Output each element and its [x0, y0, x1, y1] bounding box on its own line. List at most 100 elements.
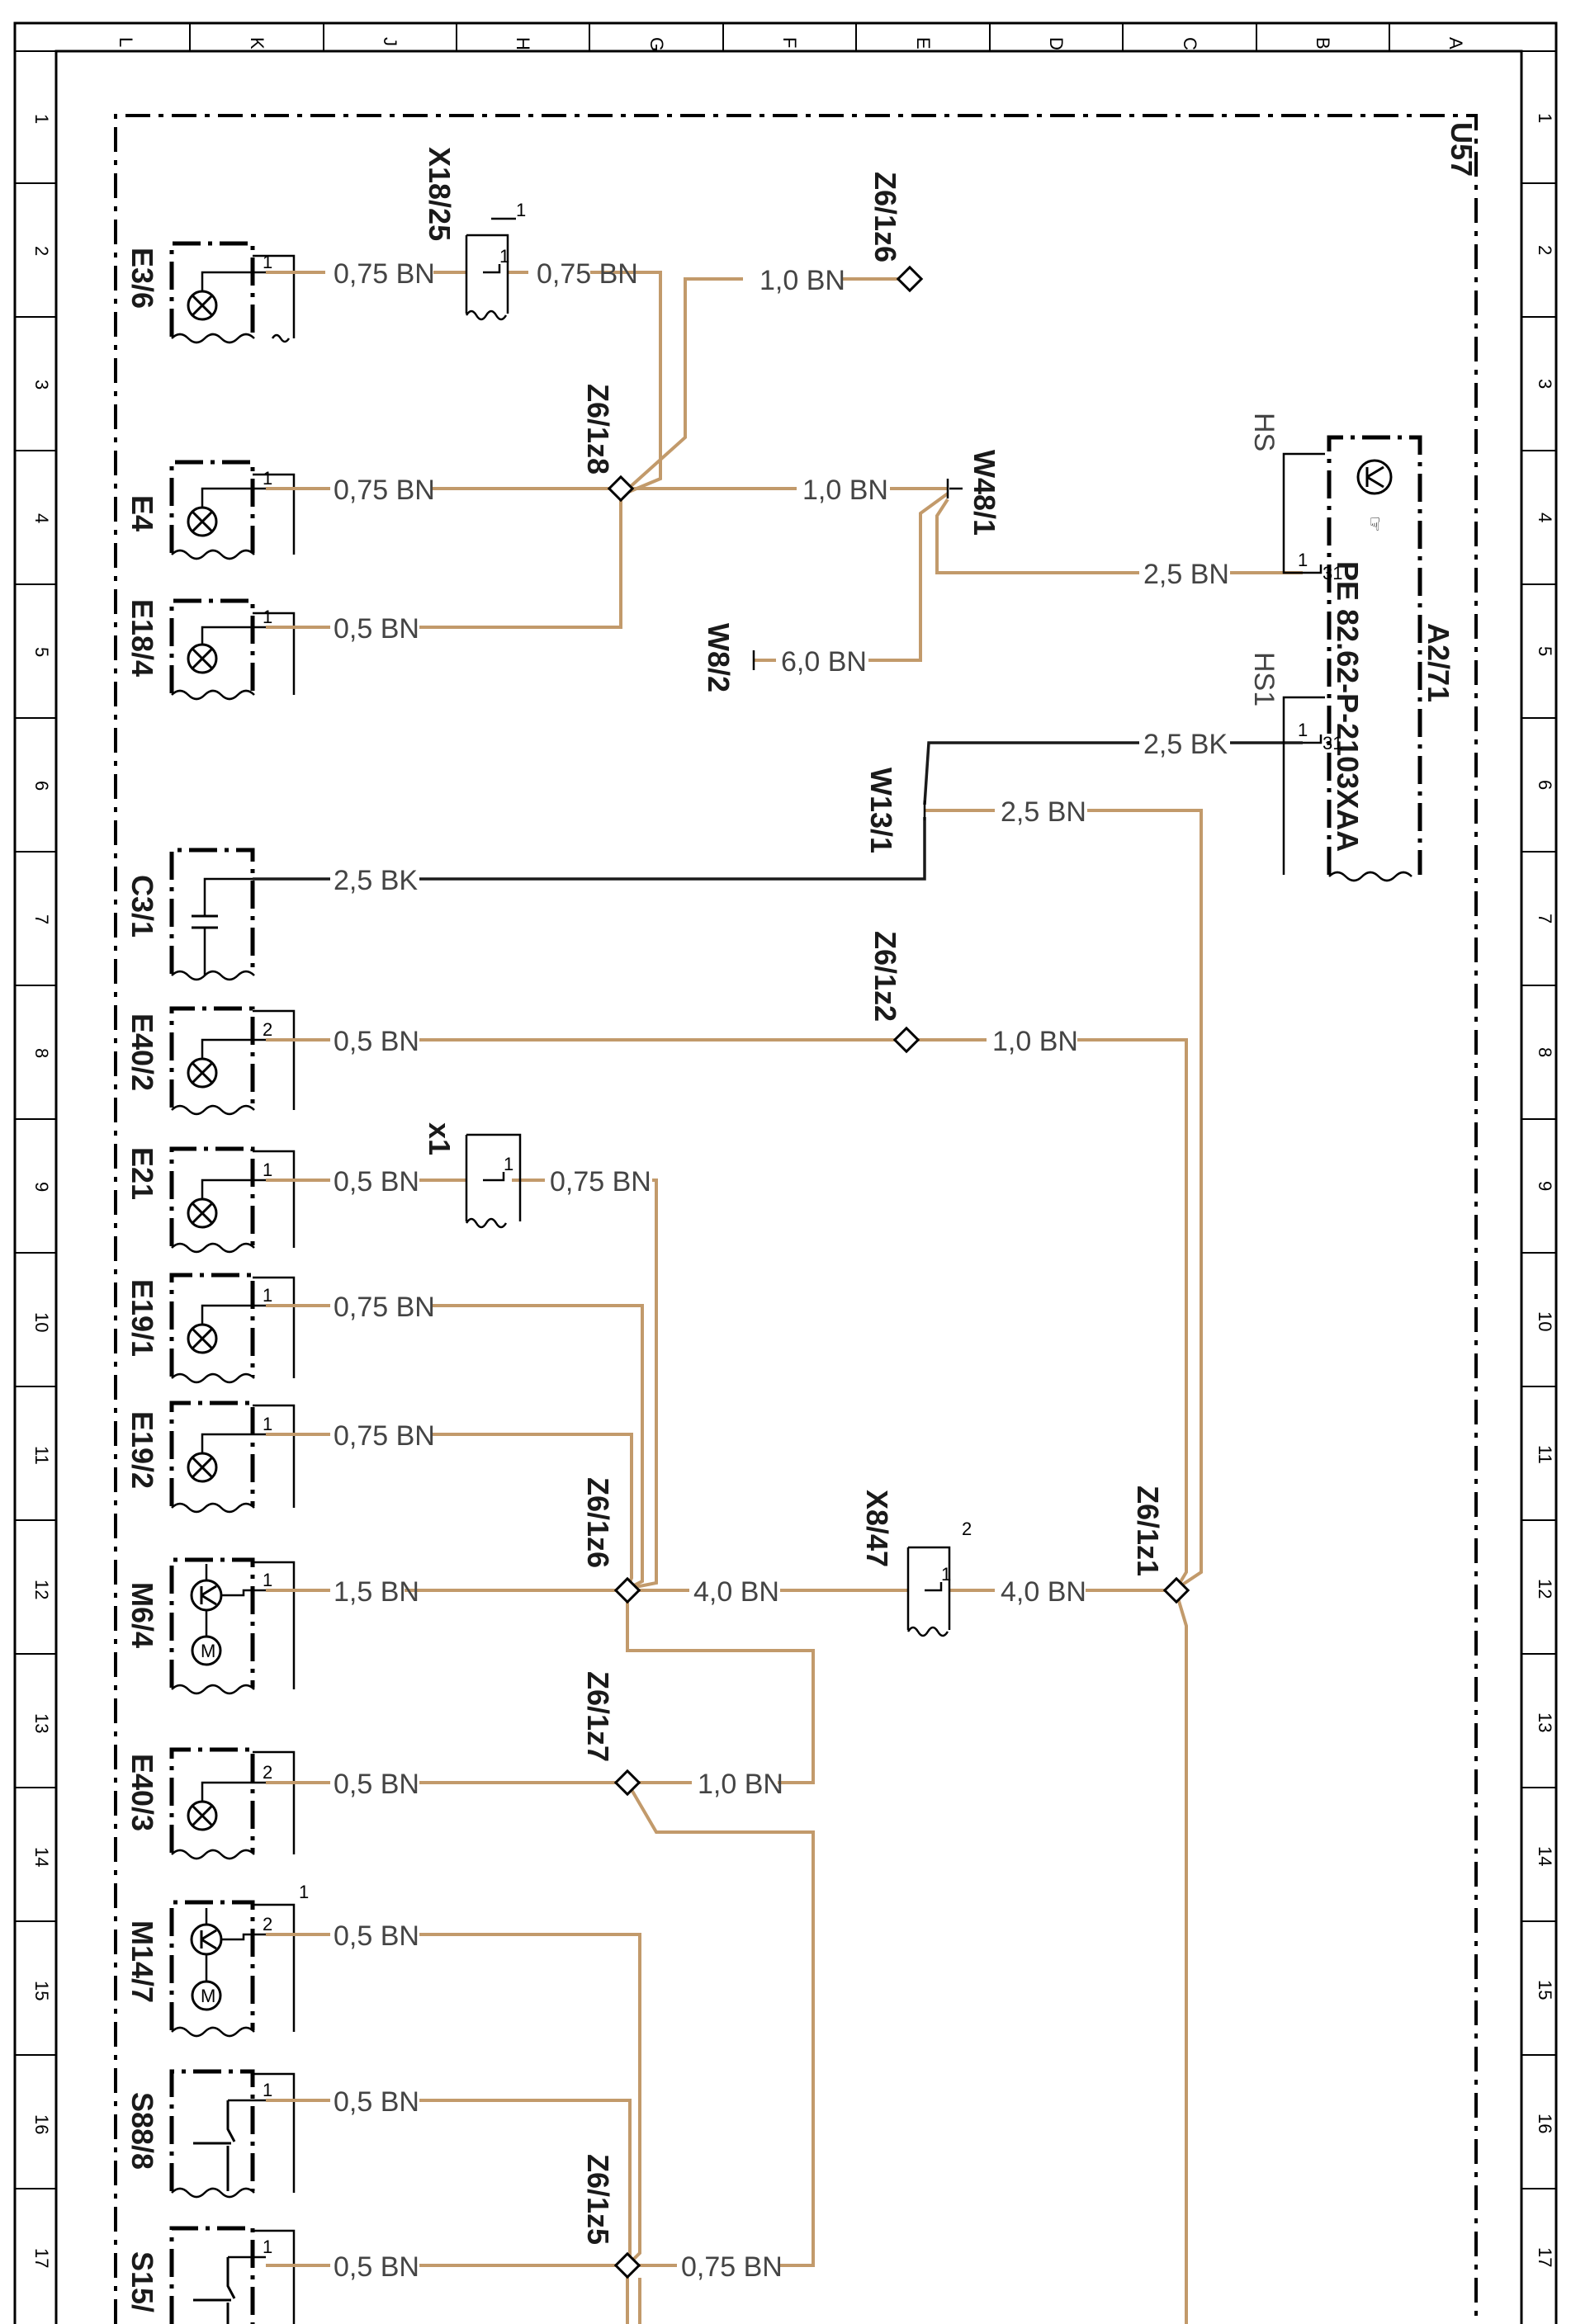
row-label: 12	[31, 1580, 52, 1599]
component-c3-1	[169, 848, 255, 981]
svg-text:2: 2	[962, 1519, 972, 1539]
row-label: 11	[31, 1446, 52, 1465]
pin-label: 31	[1323, 733, 1342, 753]
component-code: E4	[125, 495, 159, 531]
hand-pointer-icon: ☞	[1365, 516, 1385, 532]
switch-icon	[226, 2100, 236, 2142]
component-s88-8	[169, 2069, 296, 2199]
node-label: X8/47	[860, 1490, 894, 1567]
row-label: 3	[1535, 379, 1555, 389]
component-e18-4	[169, 598, 296, 701]
component-code: E19/2	[125, 1411, 159, 1489]
row-label: 10	[1535, 1311, 1555, 1331]
wire-label: 1,0 BN	[698, 1769, 783, 1800]
wire-label: 4,0 BN	[1001, 1576, 1086, 1608]
row-label: 1	[1535, 113, 1555, 123]
wire-label: 6,0 BN	[781, 646, 867, 678]
row-labels-right: 1 2 3 4 5 6 7 8 9 10 11 12 13 14 15 16 1…	[1535, 113, 1555, 2267]
wire-label: 0,75 BN	[334, 1292, 435, 1323]
svg-text:1: 1	[263, 1160, 272, 1180]
wire-label: 0,75 BN	[334, 258, 435, 290]
wire-label: 0,5 BN	[334, 1166, 419, 1197]
svg-text:1: 1	[263, 1285, 272, 1306]
row-label: 5	[31, 647, 52, 657]
component-e40-3	[169, 1747, 296, 1860]
svg-text:1: 1	[263, 607, 272, 627]
col-label: B	[1313, 37, 1333, 50]
svg-text:1: 1	[504, 1154, 513, 1174]
component-m14-7: M	[169, 1900, 296, 2038]
col-label: L	[116, 37, 136, 47]
splice-node	[896, 265, 924, 293]
component-m6-4: M	[169, 1557, 296, 1695]
wires-brown	[266, 271, 1303, 2324]
node-label: Z6/1z1	[1131, 1486, 1165, 1576]
component-code: E40/3	[125, 1754, 159, 1831]
node-label: Z6/1z8	[581, 384, 615, 475]
wire-label: 2,5 BN	[1001, 796, 1086, 828]
component-e19-2	[169, 1401, 296, 1514]
svg-text:1: 1	[263, 2237, 272, 2257]
node-label: Z6/1z5	[581, 2154, 615, 2245]
node-label: Z6/1z7	[581, 1671, 615, 1762]
svg-text:1: 1	[263, 468, 272, 489]
row-label: 8	[1535, 1047, 1555, 1057]
wire-label: 0,5 BN	[334, 1920, 419, 1952]
splice-node	[613, 1769, 641, 1797]
sheet-border	[13, 21, 1558, 2324]
column-labels: L K J H G F E D C B A	[116, 37, 1466, 51]
col-label: F	[779, 37, 800, 48]
component-code: C3/1	[125, 875, 159, 938]
node-label: Z6/1z6	[581, 1477, 615, 1568]
wire-label: 0,75 BN	[681, 2251, 783, 2283]
row-label: 2	[1535, 245, 1555, 255]
svg-text:1: 1	[263, 1570, 272, 1590]
wire-label: 1,5 BN	[334, 1576, 419, 1608]
wire-label: 0,5 BN	[334, 2251, 419, 2283]
svg-text:1: 1	[263, 1414, 272, 1434]
row-label: 11	[1535, 1445, 1555, 1464]
col-label: E	[913, 37, 934, 50]
svg-text:1: 1	[516, 200, 526, 220]
row-label: 7	[1535, 914, 1555, 923]
svg-text:1: 1	[1298, 720, 1308, 740]
row-label: 12	[1535, 1579, 1555, 1599]
wire-label: 1,0 BN	[759, 265, 845, 296]
row-label: 6	[31, 781, 52, 791]
svg-text:M: M	[201, 1986, 215, 2006]
component-e21	[169, 1146, 296, 1254]
row-label: 7	[31, 914, 52, 924]
row-label: 16	[1535, 2114, 1555, 2133]
node-label: W48/1	[968, 450, 1001, 536]
splice-nodes	[607, 265, 1190, 2279]
row-label: 13	[31, 1713, 52, 1733]
connector-x18-25	[465, 217, 516, 321]
row-label: 6	[1535, 780, 1555, 790]
col-label: J	[380, 37, 400, 46]
component-e4	[169, 460, 296, 560]
wire-label: 0,75 BN	[334, 1420, 435, 1452]
ground-symbols	[752, 479, 963, 820]
row-label: 5	[1535, 646, 1555, 656]
ground-label-hs: HS	[1248, 413, 1280, 451]
row-label: 9	[1535, 1181, 1555, 1191]
module-code: U57	[1445, 122, 1479, 177]
row-label: 15	[31, 1981, 52, 2000]
col-label: C	[1180, 37, 1200, 50]
row-grid	[15, 182, 1556, 2189]
splice-node	[607, 475, 635, 503]
component-code: E18/4	[125, 599, 159, 677]
svg-text:1: 1	[263, 2080, 272, 2100]
wire-label: 1,0 BN	[992, 1026, 1078, 1057]
node-label: W13/1	[864, 768, 898, 853]
svg-text:1: 1	[941, 1564, 951, 1585]
ground-label-hs1: HS1	[1248, 652, 1280, 706]
pin-label: 31	[1323, 563, 1342, 583]
switch-icon	[226, 2257, 236, 2299]
inner-border	[54, 50, 1523, 2324]
wire-label: 0,5 BN	[334, 2086, 419, 2118]
node-label: x1	[423, 1122, 457, 1155]
svg-text:2: 2	[263, 1019, 272, 1040]
component-code: S15/	[125, 2251, 159, 2312]
